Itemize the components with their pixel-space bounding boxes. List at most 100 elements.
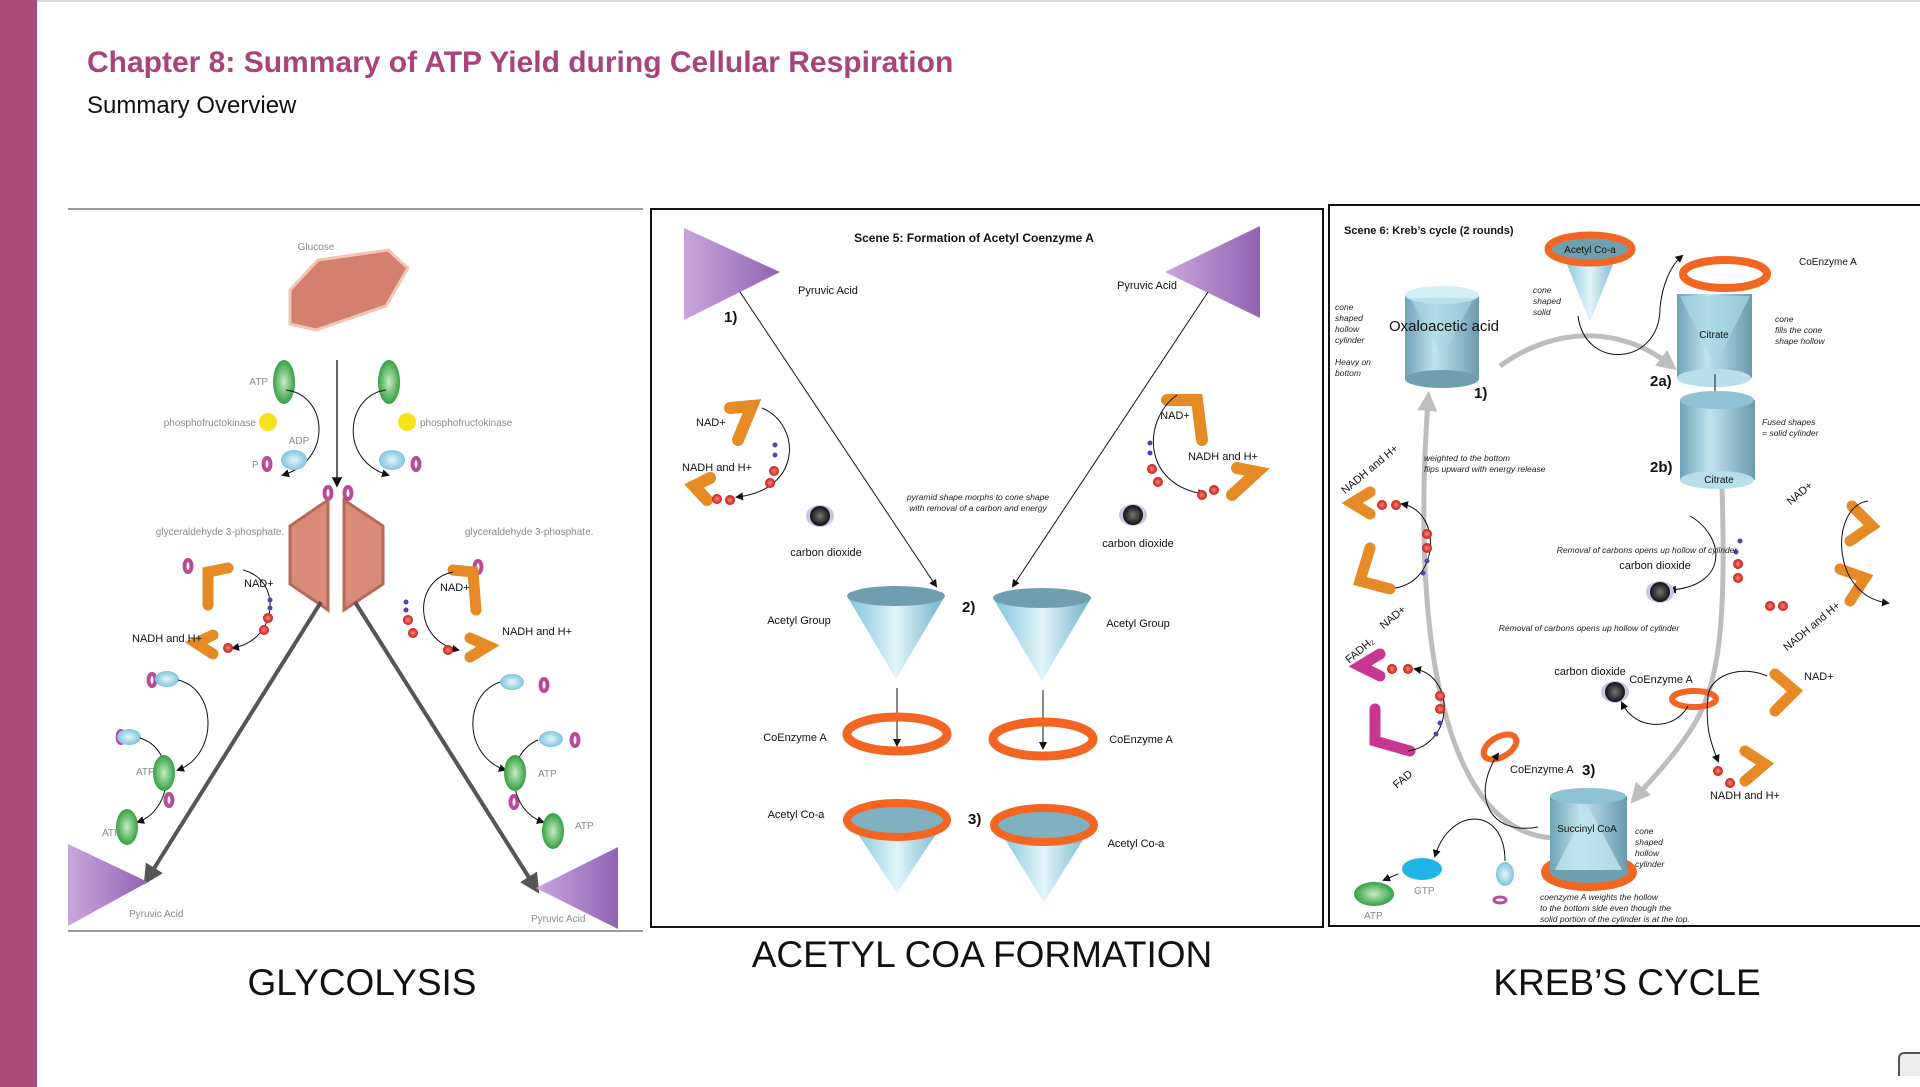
gtp-label: GTP [1414, 886, 1435, 897]
weighted-note: weighted to the bottom [1424, 453, 1510, 463]
gdp-molecule [1496, 862, 1514, 886]
fills-note: shape hollow [1775, 336, 1825, 346]
cycle-arrow-right [1630, 484, 1726, 804]
nad-label-left: NAD+ [244, 578, 274, 590]
atp-molecule-left [273, 360, 295, 404]
removal-note-1: Removal of carbons opens up hollow of cy… [1557, 545, 1739, 555]
gtp-arrow [1432, 818, 1506, 862]
cone-solid-note: shaped [1533, 296, 1561, 306]
coenzyme-note: solid portion of the cylinder is at the … [1540, 914, 1690, 924]
coenzyme-label-top: CoEnzyme A [1799, 257, 1857, 268]
coenzyme-a-ring-top [1679, 256, 1771, 292]
scene-title: Scene 5: Formation of Acetyl Coenzyme A [854, 231, 1094, 245]
nad-arrow-right [423, 571, 460, 653]
slide-sidebar-bar [0, 0, 37, 1087]
g3p-label-left: glyceraldehyde 3-phosphate. [156, 527, 284, 538]
nad-arrow-right-upper [1841, 500, 1890, 607]
nadh-label-left: NADH and H+ [132, 633, 202, 645]
glycolysis-caption: GLYCOLYSIS [247, 962, 477, 1003]
acetyl-group-cone-right [993, 588, 1091, 681]
atp-label: ATP [102, 828, 121, 839]
cycle-arrow-top [1498, 333, 1677, 371]
acetylcoa-label-right: Acetyl Co-a [1108, 838, 1166, 850]
co2-label-right: carbon dioxide [1102, 538, 1174, 550]
step-1-label: 1) [724, 309, 737, 326]
krebs-caption: KREB’S CYCLE [1493, 962, 1761, 1003]
oxalo-note: cone [1335, 302, 1354, 312]
oxaloacetic-label: Oxaloacetic acid [1389, 318, 1499, 335]
step-2-label: 2) [962, 599, 975, 616]
enzyme-dot-left [259, 413, 277, 431]
oxalo-note: shaped [1335, 313, 1363, 323]
gtp-molecule [1402, 858, 1442, 880]
pyruvic-label-right: Pyruvic Acid [531, 914, 585, 925]
fills-note: cone [1775, 314, 1794, 324]
pathway-arrow-right [353, 600, 540, 894]
succinyl-note: shaped [1635, 837, 1663, 847]
nad-arrow-left [735, 407, 790, 501]
succinyl-note: cone [1635, 826, 1654, 836]
citrate-label-bottom: Citrate [1704, 475, 1734, 486]
step-3-label: 3) [968, 811, 981, 828]
oxalo-note: hollow [1335, 324, 1360, 334]
top-divider [37, 0, 1920, 2]
atp-molecule [153, 755, 175, 791]
fad-carrier-icons [1348, 648, 1416, 757]
nad-arrow-right [1152, 394, 1206, 498]
fused-note: = solid cylinder [1762, 428, 1820, 438]
coenzyme-note: to the bottom side even though the [1540, 903, 1671, 913]
pyruvic-acid-pyramid-left [684, 228, 780, 320]
cycle-arrow-left [1417, 391, 1553, 841]
adp-molecule [500, 674, 524, 690]
atp-label: ATP [249, 377, 268, 388]
nadh-label-right-lower: NADH and H+ [1710, 790, 1780, 802]
atp-label: ATP [136, 767, 155, 778]
pyruvic-label-right: Pyruvic Acid [1117, 280, 1177, 292]
coenzyme-label-mid: CoEnzyme A [1510, 764, 1574, 776]
glycolysis-diagram: Glucose ATP phosphofructokinase phosphof… [68, 208, 643, 932]
nad-label-right-upper: NAD+ [1785, 480, 1815, 508]
combine-arrow [1577, 254, 1684, 355]
succinyl-label: Succinyl CoA [1557, 824, 1617, 835]
phosphate-icon [1492, 895, 1508, 905]
slide-subtitle: Summary Overview [87, 92, 297, 119]
citrate-cylinder-top [1677, 294, 1752, 387]
carbon-dioxide-molecule-upper [1650, 582, 1670, 602]
g3p-label-right: glyceraldehyde 3-phosphate. [465, 527, 593, 538]
fused-note: Fused shapes [1762, 417, 1816, 427]
cone-solid-note: solid [1533, 307, 1551, 317]
nadh-label-right: NADH and H+ [1188, 451, 1258, 463]
phosphate-label: P [252, 460, 259, 471]
morph-note-line-1: pyramid shape morphs to cone shape [906, 492, 1049, 502]
hydrogen-electron-icons [1377, 500, 1788, 788]
nad-arrow-right-lower [1706, 670, 1768, 763]
step-2a-label: 2a) [1650, 373, 1672, 390]
succinyl-note: hollow [1635, 848, 1660, 858]
hydrogen-electron-icons [712, 440, 1219, 505]
path-line-right [1011, 291, 1209, 588]
atp-molecule-right [378, 360, 400, 404]
nadh-label-right: NADH and H+ [502, 626, 572, 638]
acetyl-coa-caption: ACETYL COA FORMATION [751, 934, 1213, 975]
pyruvic-label-left: Pyruvic Acid [798, 285, 858, 297]
atp-gen-arrow [176, 679, 209, 772]
release-arrow [1484, 752, 1539, 829]
adp-label: ADP [289, 436, 310, 447]
succinyl-coa-cylinder [1541, 788, 1637, 891]
acetylcoa-label-left: Acetyl Co-a [768, 809, 826, 821]
weighted-note: flips upward with energy release [1424, 464, 1546, 474]
pyruvic-acid-pyramid-right [1165, 226, 1260, 318]
atp-molecule [1354, 882, 1394, 906]
slide-corner-control[interactable] [1898, 1052, 1920, 1076]
enzyme-dot-right [398, 413, 416, 431]
nadh-label-right-upper: NADH and H+ [1781, 600, 1842, 654]
oxalo-note: cylinder [1335, 335, 1365, 345]
co2-arrow-lower [1620, 701, 1689, 725]
citrate-cylinder-bottom [1680, 391, 1755, 489]
pyruvic-label-left: Pyruvic Acid [129, 909, 183, 920]
coenzyme-label-right: CoEnzyme A [1109, 734, 1173, 746]
nad-carrier-icons [1341, 486, 1881, 787]
citrate-label-top: Citrate [1699, 330, 1729, 341]
slide-title: Chapter 8: Summary of ATP Yield during C… [87, 46, 954, 79]
heavy-note: Heavy on [1335, 357, 1371, 367]
